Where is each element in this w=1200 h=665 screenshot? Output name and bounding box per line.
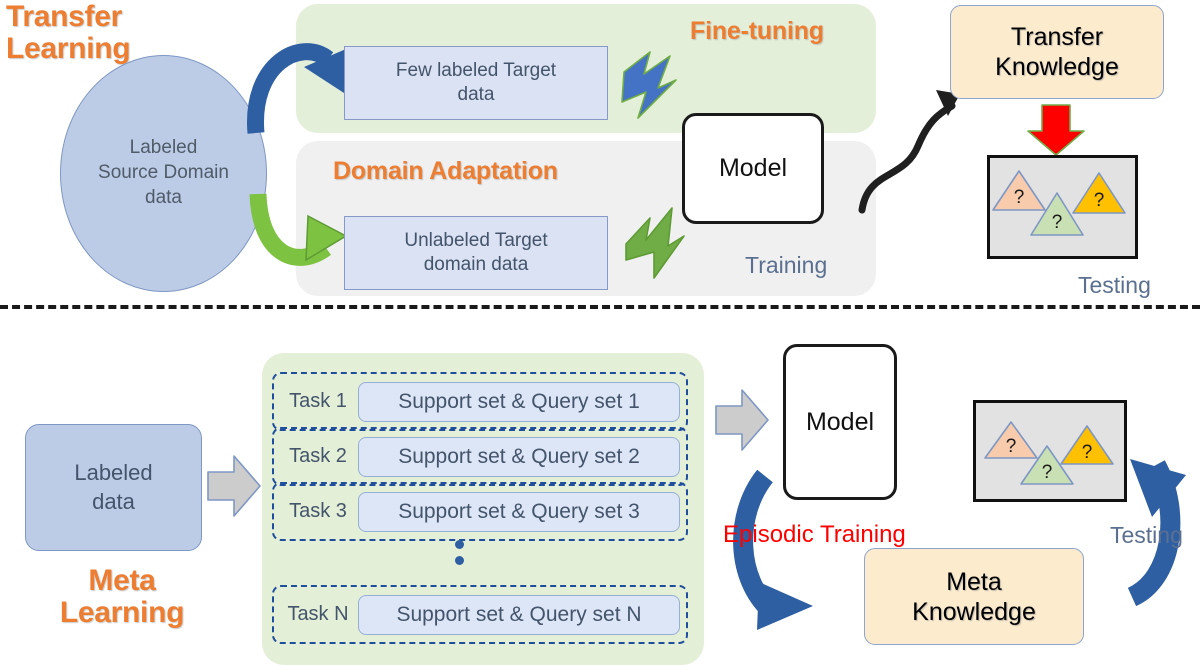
- testing-triangles-top: ? ? ?: [992, 170, 1126, 236]
- task-set-3[interactable]: Support set & Query set 3: [358, 491, 680, 532]
- task-row-2[interactable]: Task 2 Support set & Query set 2: [272, 427, 688, 486]
- meta-learning-title: Meta Learning: [22, 564, 222, 630]
- transfer-learning-title: Transfer Learning: [6, 0, 206, 66]
- unlabeled-line1: Unlabeled Target: [404, 230, 548, 252]
- task-set-n[interactable]: Support set & Query set N: [358, 594, 680, 635]
- unlabeled-line2: domain data: [423, 254, 529, 275]
- svg-text:?: ?: [1042, 462, 1053, 483]
- source-line3: data: [145, 186, 182, 208]
- meta-knowledge-box: Meta Knowledge: [864, 548, 1084, 645]
- meta-learning-title-line2: Learning: [59, 596, 185, 630]
- labeled-data-line2: data: [92, 488, 135, 514]
- task-label-2: Task 2: [289, 445, 347, 467]
- blue-curved-arrow-to-fewlabeled: [247, 43, 346, 134]
- testing-label-bottom: Testing: [1110, 522, 1183, 548]
- task-label-n: Task N: [287, 603, 349, 625]
- transfer-learning-title-line1: Transfer: [6, 0, 122, 33]
- labeled-data-box: Labeled data: [25, 424, 202, 551]
- svg-text:?: ?: [1052, 212, 1063, 233]
- meta-knowledge-line2: Knowledge: [912, 597, 1036, 626]
- task-set-1[interactable]: Support set & Query set 1: [358, 381, 680, 422]
- svg-text:?: ?: [1006, 436, 1017, 457]
- model-box-top: Model: [682, 113, 824, 224]
- blue-testing-arrow: [1127, 459, 1186, 607]
- tasks-ellipsis: [455, 540, 464, 565]
- svg-text:?: ?: [1094, 190, 1105, 211]
- training-label-top: Training: [745, 252, 828, 278]
- green-curved-arrow-to-unlabeled: [249, 193, 348, 266]
- domain-adaptation-title: Domain Adaptation: [333, 157, 558, 185]
- few-labeled-line1: Few labeled Target: [395, 60, 557, 82]
- ellipsis-dot-2: [455, 556, 464, 565]
- model-box-bottom: Model: [783, 344, 897, 500]
- task-row-1[interactable]: Task 1 Support set & Query set 1: [272, 372, 688, 431]
- testing-triangles-bottom: ? ? ?: [984, 421, 1114, 485]
- testing-label-top: Testing: [1078, 272, 1151, 298]
- fine-tuning-title: Fine-tuning: [690, 17, 824, 45]
- few-labeled-target-data-box: Few labeled Target data: [344, 46, 608, 120]
- episodic-training-label: Episodic Training: [723, 521, 906, 548]
- transfer-knowledge-line2: Knowledge: [995, 53, 1119, 81]
- svg-text:?: ?: [1014, 187, 1025, 208]
- transfer-learning-title-line2: Learning: [6, 32, 131, 66]
- svg-text:?: ?: [1082, 442, 1093, 463]
- task-row-n[interactable]: Task N Support set & Query set N: [272, 585, 688, 644]
- ellipsis-dot-1: [455, 540, 464, 549]
- gray-arrow-to-tasks: [207, 455, 261, 517]
- section-divider: [0, 305, 1200, 309]
- black-curve-arrow-to-transfer-knowledge: [858, 90, 960, 214]
- task-set-2[interactable]: Support set & Query set 2: [358, 436, 680, 477]
- labeled-data-line1: Labeled: [74, 460, 153, 486]
- meta-knowledge-line1: Meta: [946, 567, 1002, 596]
- green-chevron-arrow-to-model: [625, 207, 685, 279]
- transfer-knowledge-line1: Transfer: [1010, 23, 1104, 51]
- blue-episodic-training-arrow: [733, 469, 813, 630]
- red-down-arrow: [1027, 104, 1085, 156]
- labeled-source-domain-ellipse: Labeled Source Domain data: [60, 55, 267, 292]
- few-labeled-line2: data: [457, 84, 495, 105]
- meta-learning-title-line1: Meta: [88, 564, 156, 597]
- unlabeled-target-domain-data-box: Unlabeled Target domain data: [344, 216, 608, 290]
- task-row-3[interactable]: Task 3 Support set & Query set 3: [272, 482, 688, 541]
- source-line2: Source Domain: [98, 162, 229, 184]
- gray-arrow-to-model-bottom: [715, 389, 769, 451]
- transfer-knowledge-box: Transfer Knowledge: [950, 5, 1164, 99]
- blue-chevron-arrow-to-model: [621, 51, 677, 119]
- source-line1: Labeled: [129, 137, 198, 159]
- task-label-1: Task 1: [289, 390, 347, 412]
- task-label-3: Task 3: [289, 500, 347, 522]
